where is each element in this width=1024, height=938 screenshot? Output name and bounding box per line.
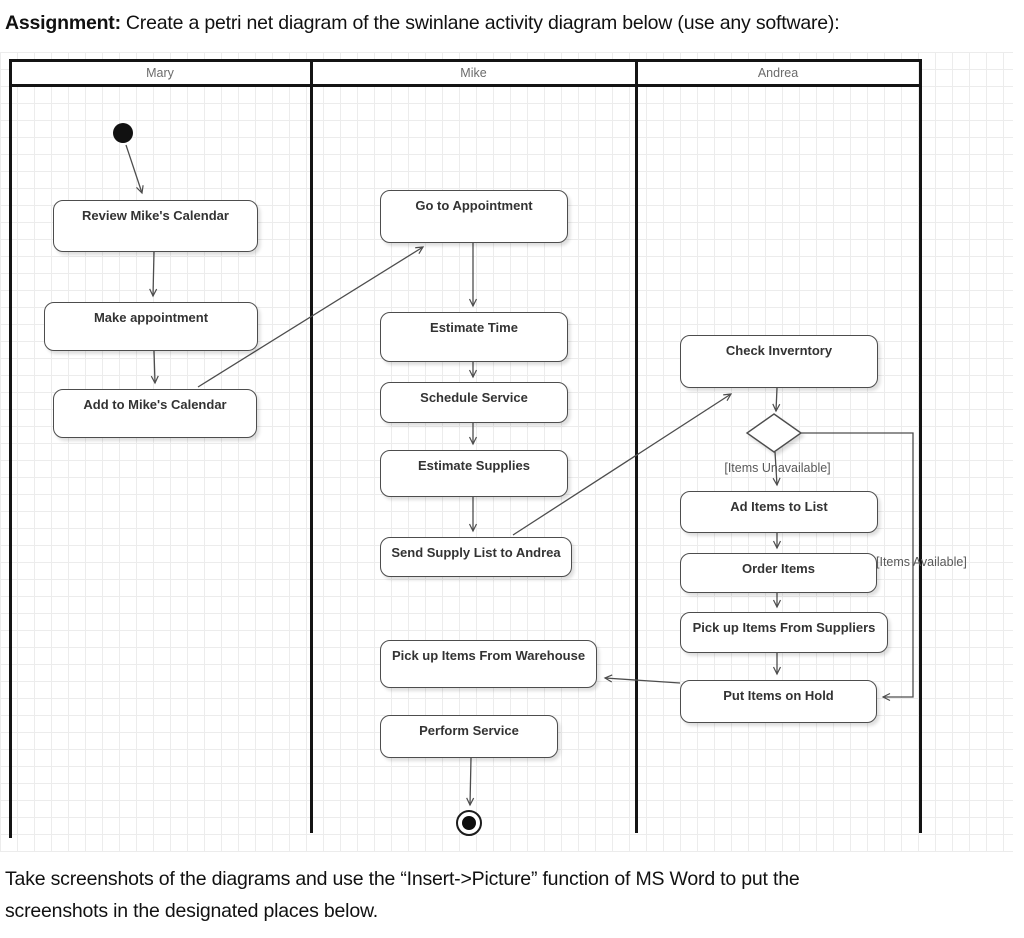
activity-order-items: Order Items — [680, 553, 877, 593]
start-node — [113, 123, 133, 143]
lane-title-mary: Mary — [146, 66, 174, 80]
activity-check-inventory: Check Inverntory — [680, 335, 878, 388]
lane-border-mike-andrea — [635, 59, 638, 833]
lane-border-mary-mike — [310, 59, 313, 833]
end-node — [456, 810, 482, 836]
activity-review-mikes-calendar: Review Mike's Calendar — [53, 200, 258, 252]
end-node-inner — [462, 816, 476, 830]
lane-header-strip — [11, 61, 918, 84]
guard-label-items-unavailable: [Items Unavailable] — [724, 461, 831, 475]
frame-right-border — [919, 59, 922, 833]
activity-perform-service: Perform Service — [380, 715, 558, 758]
activity-pickup-suppliers: Pick up Items From Suppliers — [680, 612, 888, 653]
activity-add-to-mikes-calendar: Add to Mike's Calendar — [53, 389, 257, 438]
footer-instruction-line1: Take screenshots of the diagrams and use… — [5, 868, 800, 890]
assignment-label: Assignment: — [5, 12, 121, 34]
guard-label-items-available: [Items Available] — [876, 555, 967, 569]
activity-send-supply-list: Send Supply List to Andrea — [380, 537, 572, 577]
activity-put-items-on-hold: Put Items on Hold — [680, 680, 877, 723]
activity-make-appointment: Make appointment — [44, 302, 258, 351]
activity-estimate-supplies: Estimate Supplies — [380, 450, 568, 497]
assignment-title: Assignment:Create a petri net diagram of… — [5, 12, 840, 35]
assignment-text: Create a petri net diagram of the swinla… — [125, 12, 840, 34]
activity-go-to-appointment: Go to Appointment — [380, 190, 568, 243]
frame-left-border — [9, 59, 12, 838]
frame-header-separator — [9, 84, 922, 87]
footer-instruction-line2: screenshots in the designated places bel… — [5, 900, 378, 922]
activity-add-items-to-list: Ad Items to List — [680, 491, 878, 533]
activity-schedule-service: Schedule Service — [380, 382, 568, 423]
lane-title-andrea: Andrea — [757, 66, 799, 80]
activity-estimate-time: Estimate Time — [380, 312, 568, 362]
frame-top-border — [9, 59, 922, 62]
activity-pickup-warehouse: Pick up Items From Warehouse — [380, 640, 597, 688]
lane-title-mike: Mike — [460, 66, 487, 80]
